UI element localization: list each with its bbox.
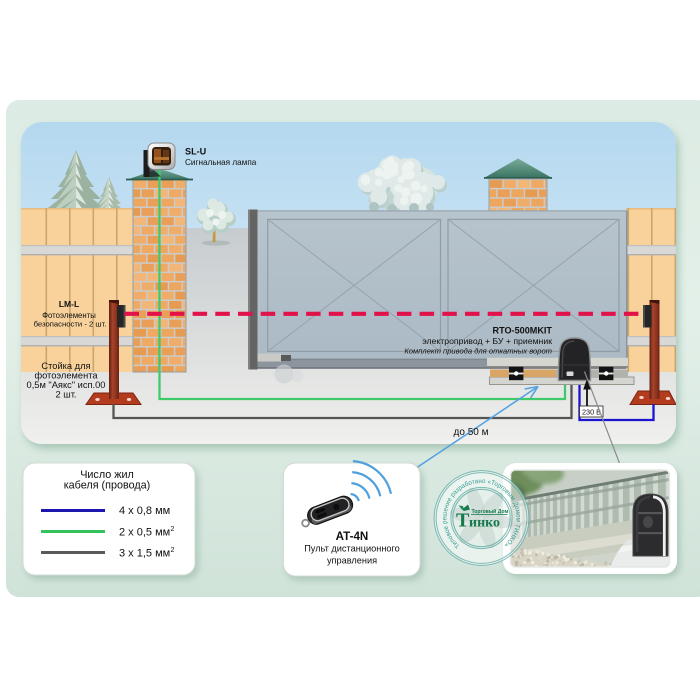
svg-text:RTO-500MKIT: RTO-500MKIT <box>493 326 553 336</box>
svg-text:SL-U: SL-U <box>185 147 207 157</box>
svg-text:Торговый Дом: Торговый Дом <box>472 508 509 515</box>
svg-text:4 x 0,8 мм: 4 x 0,8 мм <box>119 505 170 517</box>
svg-text:3 x 1,5 мм: 3 x 1,5 мм <box>119 548 170 560</box>
svg-text:электропривод + БУ + приемник: электропривод + БУ + приемник <box>422 336 552 346</box>
svg-text:Число жил: Число жил <box>80 469 134 481</box>
svg-text:фотоэлемента: фотоэлемента <box>34 371 98 381</box>
svg-text:2 x 0,5 мм: 2 x 0,5 мм <box>119 527 170 539</box>
svg-text:инко: инко <box>469 516 500 531</box>
svg-text:до 50 м: до 50 м <box>454 427 489 438</box>
svg-text:Сигнальная лампа: Сигнальная лампа <box>185 158 257 167</box>
svg-text:LM-L: LM-L <box>59 299 80 309</box>
svg-text:управления: управления <box>327 556 377 566</box>
svg-text:безопасности - 2 шт.: безопасности - 2 шт. <box>34 320 107 329</box>
svg-text:Фотоэлементы: Фотоэлементы <box>42 311 96 320</box>
svg-text:0,5м "Аякс" исп.00: 0,5м "Аякс" исп.00 <box>27 380 106 390</box>
svg-text:230 В: 230 В <box>582 407 601 416</box>
svg-text:Стойка для: Стойка для <box>41 361 90 371</box>
svg-text:Т: Т <box>456 510 470 532</box>
svg-text:AT-4N: AT-4N <box>336 530 369 543</box>
svg-text:2 шт.: 2 шт. <box>55 389 76 399</box>
svg-text:2: 2 <box>171 526 175 533</box>
svg-text:2: 2 <box>171 547 175 554</box>
svg-text:Комплект привода для откатных: Комплект привода для откатных ворот <box>404 347 552 356</box>
svg-text:Пульт дистанционного: Пульт дистанционного <box>304 544 400 554</box>
svg-text:кабеля (провода): кабеля (провода) <box>64 480 151 492</box>
